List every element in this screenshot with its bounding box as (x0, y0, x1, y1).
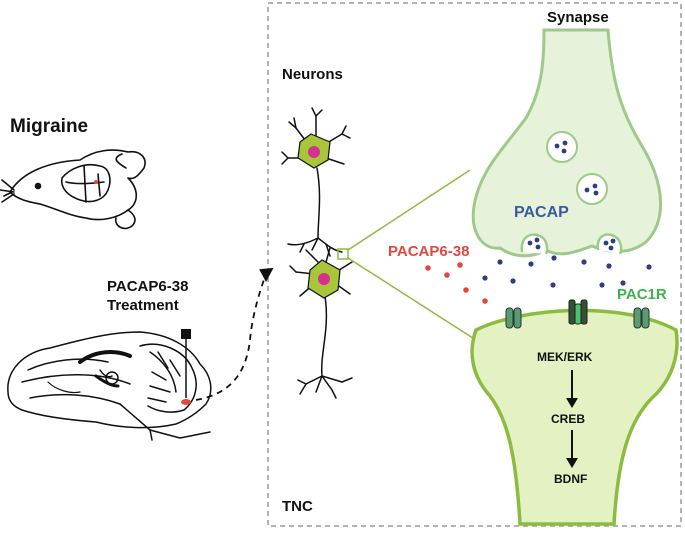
injection-needle-icon (181, 329, 191, 339)
arrow-creb-bdnf-head (566, 458, 578, 468)
zoom-line-top (347, 169, 471, 251)
neuron-bottom-nucleus (318, 273, 330, 285)
vesicle-2 (576, 173, 608, 205)
synapse-label: Synapse (547, 9, 609, 26)
dashed-arrow (195, 273, 267, 401)
region-label: TNC (282, 498, 313, 515)
mouse-brain-sagittal (7, 331, 212, 441)
pathway-step-creb: CREB (551, 412, 586, 426)
postsynaptic-neuron (470, 308, 679, 526)
vesicle-fusing-left (520, 233, 549, 255)
neuron-chain (281, 107, 353, 399)
zoom-box (337, 248, 349, 260)
injection-site-dot (94, 180, 98, 184)
receptor-channel-icon (568, 299, 588, 325)
zoom-line-bottom (347, 257, 477, 341)
corpus-callosum (78, 350, 132, 364)
treatment-label-line2: Treatment (107, 296, 179, 314)
pacap-molecules (482, 255, 652, 288)
vesicle-1 (546, 131, 578, 163)
neuron-top-nucleus (308, 146, 320, 158)
mouse-head-drawing (0, 149, 146, 230)
treatment-label-line1: PACAP6-38 (107, 278, 189, 295)
receptor-channel-icon (505, 307, 522, 329)
arrow-mek-creb-head (566, 398, 578, 408)
pathway-step-bdnf: BDNF (554, 472, 588, 486)
treatment-label: PACAP6-38 Treatment (107, 278, 188, 316)
migraine-label: Migraine (10, 116, 89, 137)
vesicle-fusing-right (596, 233, 623, 255)
neurons-label: Neurons (282, 66, 343, 83)
receptor-channel-icon (633, 307, 650, 329)
ventricle-mark (94, 374, 120, 388)
pathway-step-mek-erk: MEK/ERK (537, 350, 593, 364)
pacap6-38-molecules (425, 262, 488, 304)
antagonist-label: PACAP6-38 (388, 243, 470, 260)
receptor-label: PAC1R (617, 286, 667, 303)
dashed-arrow-head (259, 267, 274, 283)
target-site-tnc (181, 399, 191, 405)
pacap-label: PACAP (514, 204, 569, 221)
